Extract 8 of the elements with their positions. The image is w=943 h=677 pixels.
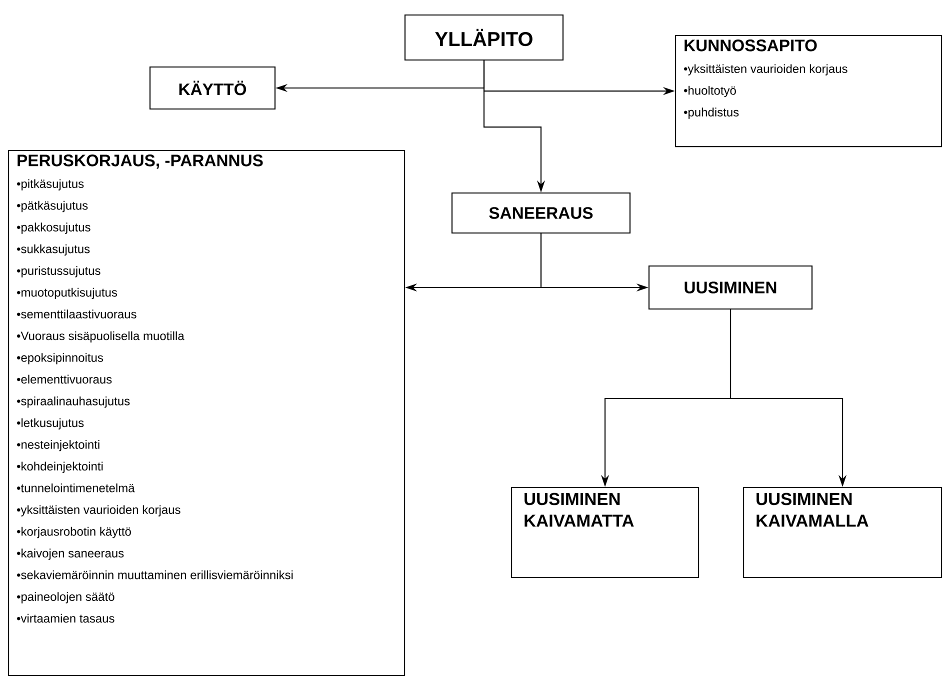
category-box: UUSIMINEN: [648, 265, 813, 310]
list-box: KUNNOSSAPITO •yksittäisten vaurioiden korjaus •huoltotyö •puhdistus: [675, 35, 942, 148]
list-box: PERUSKORJAUS, -PARANNUS •pitkäsujutus •pätkäsujutus •pakkosujutus •sukkasujutus •puristussujutus •muotoputkisujutus •sementtilaastivuoraus •Vuoraus sisäpuolisella muotilla •epoksipinnoitus •elementtivuoraus •spiraalinauhasujutus •letkusujutus •nesteinjektointi •kohdeinjektointi •tunnelointimenetelmä •yksittäisten vaurioiden korjaus •korjausrobotin käyttö •kaivojen saneeraus •sekaviemäröinnin muuttaminen erillisviemäröinniksi •paineolojen säätö •virtaamien tasaus: [8, 150, 406, 676]
title-box: YLLÄPITO: [404, 14, 564, 61]
category-box: UUSIMINEN KAIVAMALLA: [743, 487, 942, 578]
category-box: UUSIMINEN KAIVAMATTA: [511, 487, 700, 578]
category-box: SANEERAUS: [451, 192, 631, 234]
category-box: KÄYTTÖ: [149, 66, 276, 110]
